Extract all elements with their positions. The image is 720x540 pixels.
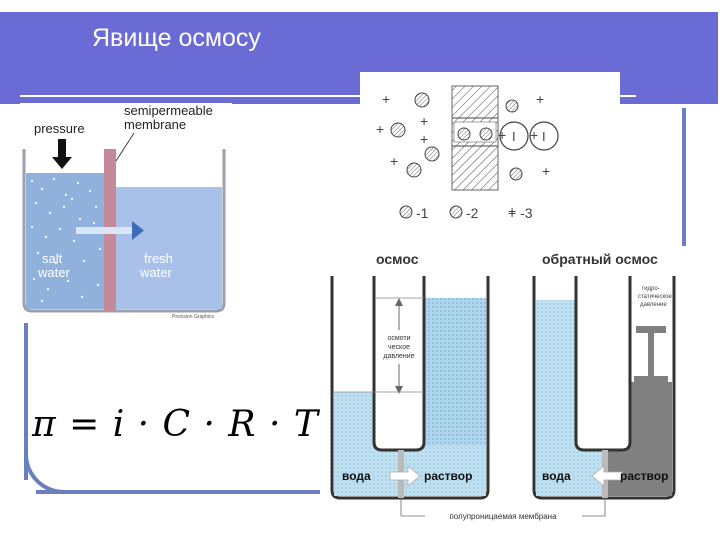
water-label-right: вода (542, 469, 571, 483)
osmosis-title: осмос (376, 251, 419, 267)
ions-membrane-figure: + + + + + + + + + + I I -1 -2 + -3 (360, 72, 620, 244)
membrane-label-line1: semipermeable (124, 103, 213, 118)
osmotic-pressure-label-2: ческое (388, 344, 410, 351)
svg-text:+: + (508, 203, 516, 219)
water-label-left: вода (342, 469, 371, 483)
slide-title: Явище осмосу (92, 24, 261, 52)
figure-credit: Precision Graphics (172, 314, 214, 320)
frame-line-right (682, 108, 686, 278)
solution-label-right: раствор (620, 469, 668, 483)
beaker-osmosis-figure: pressure semipermeable membrane salt wat… (20, 103, 232, 323)
large-ion-label-1: I (512, 129, 516, 144)
osmotic-pressure-label-1: осмоти (387, 335, 410, 342)
legend-label-1: -1 (416, 205, 429, 221)
svg-text:+: + (530, 127, 538, 143)
membrane-label-line2: membrane (124, 117, 186, 132)
header-divider (20, 95, 636, 97)
frame-corner (24, 440, 72, 494)
hydrostatic-label-2: статическое (638, 294, 672, 300)
fresh-water-label-line1: fresh (144, 251, 173, 266)
svg-text:+: + (376, 121, 384, 137)
large-ion-label-2: I (542, 129, 546, 144)
fresh-water-label-line2: water (139, 265, 172, 280)
salt-water-label-line1: salt (42, 251, 63, 266)
hydrostatic-label-3: давление (640, 302, 667, 308)
solution-label-left: раствор (424, 469, 472, 483)
frame-line-bottom (36, 490, 326, 494)
membrane-caption: полупроницаемая мембрана (449, 512, 557, 521)
svg-text:+: + (536, 91, 544, 107)
svg-text:+: + (390, 153, 398, 169)
legend-label-3: + -3 (508, 205, 533, 221)
hydrostatic-label-1: гидро- (642, 286, 660, 292)
svg-text:+: + (420, 113, 428, 129)
svg-text:+: + (498, 127, 506, 143)
legend-label-2: -2 (466, 205, 479, 221)
svg-text:+: + (382, 91, 390, 107)
osmosis-reverse-osmosis-figure: осмос обратный осмос осмоти ческое давле… (320, 246, 686, 522)
pressure-label: pressure (34, 121, 85, 136)
osmotic-pressure-formula: π = i · C · R · T (32, 404, 319, 445)
reverse-osmosis-title: обратный осмос (542, 251, 658, 267)
svg-text:+: + (542, 163, 550, 179)
salt-water-label-line2: water (37, 265, 70, 280)
osmotic-pressure-label-3: давление (383, 353, 414, 360)
svg-text:+: + (420, 131, 428, 147)
